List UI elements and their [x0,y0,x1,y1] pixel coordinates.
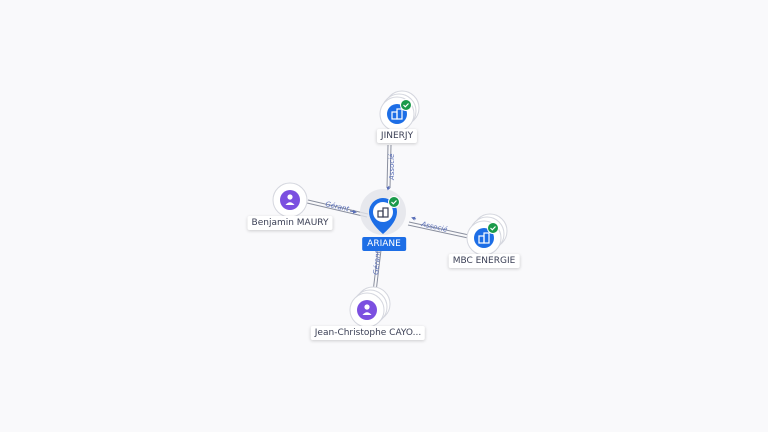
node-label-jinerjy[interactable]: JINERJY [376,129,418,143]
node-jinerjy[interactable] [379,90,420,132]
node-ariane-center[interactable] [360,189,406,235]
person-icon [362,304,372,315]
node-label-ariane[interactable]: ARIANE [362,237,406,251]
person-icon [285,194,295,205]
building-icon [478,232,490,244]
edge-label-cayo: Gérant [372,250,382,275]
verified-check-icon [388,196,400,208]
edge-label-maury: Gérant [325,200,351,213]
node-label-jean-christophe-cayo[interactable]: Jean-Christophe CAYO... [310,326,426,340]
node-mbc-energie[interactable] [466,213,508,256]
edge-cayo: Gérant [372,249,382,293]
edge-label-mbc: Associé [420,220,449,234]
edge-mbc: Associé [407,216,470,239]
node-jean-christophe-cayo[interactable] [349,286,391,328]
edge-jinerjy: Associé [386,144,396,191]
node-label-mbc-energie[interactable]: MBC ENERGIE [448,254,520,268]
edge-maury: Gérant [306,199,369,218]
node-label-benjamin-maury[interactable]: Benjamin MAURY [247,216,333,230]
edge-label-jinerjy: Associé [388,153,396,181]
verified-check-icon [487,222,499,234]
building-icon [377,207,389,218]
building-icon [391,108,403,120]
verified-check-icon [400,99,412,111]
node-benjamin-maury[interactable] [272,182,308,218]
